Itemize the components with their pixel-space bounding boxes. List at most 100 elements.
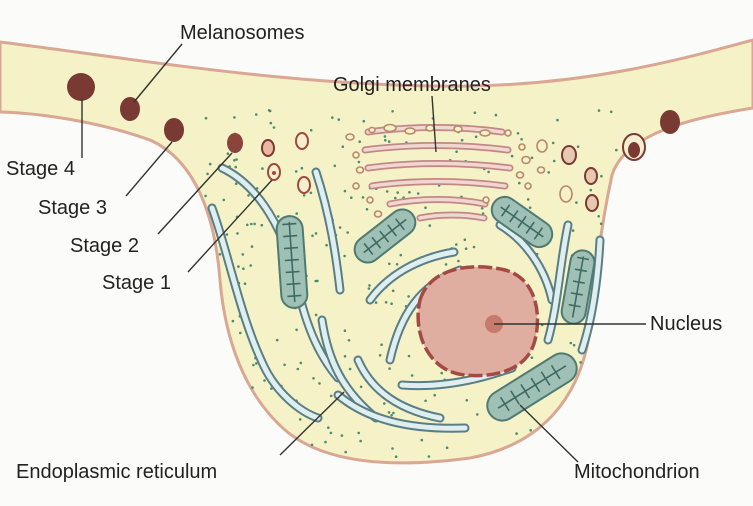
ribosome-dot	[296, 367, 300, 371]
ribosome-dot	[528, 206, 532, 209]
ribosome-dot	[311, 234, 314, 238]
ribosome-dot	[394, 455, 398, 459]
melanosome-stage-2b	[561, 145, 577, 165]
ribosome-dot	[427, 455, 431, 458]
ribosome-dot	[433, 393, 437, 397]
ribosome-dot	[252, 363, 255, 367]
ribosome-dot	[390, 302, 393, 306]
ribosome-dot	[424, 206, 427, 209]
ribosome-dot	[597, 109, 601, 112]
ribosome-dot	[391, 447, 394, 450]
ribosome-dot	[420, 438, 424, 442]
ribosome-dot	[383, 135, 387, 138]
endoplasmic-reticulum	[207, 163, 605, 433]
melanosome-stage-4	[67, 73, 95, 101]
mitochondrion-centre-right	[490, 195, 554, 249]
ribosome-dot	[309, 128, 313, 132]
ribosome-dot	[208, 162, 212, 166]
melanosomes	[67, 73, 680, 212]
ribosome-dot	[357, 431, 361, 435]
ribosome-dot	[384, 138, 387, 142]
ribosome-dot	[272, 126, 276, 129]
ribosome-dot	[529, 428, 532, 432]
ribosome-dot	[327, 426, 330, 430]
ribosome-dot	[344, 450, 348, 454]
ribosome-dot	[530, 156, 534, 160]
ribosome-dot	[343, 329, 347, 333]
label-stage-1: Stage 1	[102, 272, 171, 294]
mitochondrion-centre-left	[353, 208, 417, 264]
ribosome-dot	[576, 145, 580, 148]
ribosome-dot	[464, 247, 468, 250]
ribosome-dot	[225, 233, 229, 236]
ribosome-dot	[396, 191, 400, 194]
ribosome-dot	[395, 263, 399, 266]
ribosome-dot	[239, 331, 242, 335]
ribosome-dot	[615, 148, 618, 152]
ribosome-dot	[556, 118, 559, 122]
ribosome-dot	[445, 446, 449, 450]
ribosome-dot	[575, 201, 578, 204]
ribosome-dot	[457, 259, 460, 263]
leader-stage2	[157, 152, 233, 235]
ribosome-dot	[325, 243, 328, 247]
ribosome-dot	[609, 110, 613, 114]
ribosome-dot	[516, 132, 520, 135]
ribosome-dot	[283, 363, 286, 367]
ribosome-dot	[263, 379, 266, 382]
ribosome-dot	[526, 198, 530, 201]
ribosome-dot	[407, 295, 410, 298]
ribosome-dot	[391, 289, 395, 293]
ribosome-dot	[261, 167, 264, 170]
nucleus	[416, 265, 540, 378]
golgi-vesicles	[345, 123, 573, 226]
ribosome-dot	[218, 253, 222, 256]
ribosome-dot	[472, 245, 476, 249]
ribosome-dot	[455, 150, 458, 153]
mitochondrion-right	[560, 249, 596, 325]
ribosome-dot	[385, 190, 389, 193]
ribosome-dot	[347, 339, 351, 342]
ribosome-dot	[368, 284, 371, 287]
ribosome-dot	[460, 138, 464, 142]
ribosome-dot	[254, 113, 258, 116]
ribosome-dot	[391, 110, 394, 113]
label-mitochondrion: Mitochondrion	[574, 461, 700, 483]
ribosome-dot	[444, 263, 448, 266]
ribosome-dot	[331, 116, 334, 119]
ribosome-dot	[416, 192, 420, 195]
ribosome-dot	[234, 165, 237, 169]
melanosome-stage-1b	[295, 132, 309, 150]
ribosome-dot	[231, 319, 235, 323]
ribosome-dot	[361, 196, 365, 199]
ribosome-dot	[365, 208, 369, 211]
ribosome-dot	[380, 343, 383, 347]
ribosome-dot	[387, 140, 391, 143]
ribosome-dot	[387, 411, 391, 414]
melanosome-stage-4b	[120, 97, 140, 121]
melanosome-stage-3b	[164, 118, 184, 142]
ribosome-dot	[530, 356, 534, 360]
ribosome-dot	[222, 198, 226, 202]
ribosome-dot	[269, 121, 273, 125]
ribosome-dot	[388, 367, 391, 370]
melanosome-stage-3	[227, 133, 243, 153]
ribosome-dot	[515, 432, 518, 435]
mitochondrion-left	[275, 215, 309, 309]
label-stage-4: Stage 4	[6, 158, 75, 180]
ribosome-dot	[551, 141, 555, 145]
leader-stage1	[187, 179, 273, 273]
ribosome-dot	[487, 170, 490, 174]
ribosome-dot	[242, 267, 245, 271]
label-golgi-membranes: Golgi membranes	[333, 74, 491, 96]
ribosome-dot	[440, 371, 444, 375]
ribosome-dot	[324, 440, 327, 444]
ribosome-dot	[374, 301, 378, 304]
ribosome-dot	[254, 362, 258, 365]
ribosome-dot	[250, 245, 254, 248]
ribosome-dot	[589, 188, 593, 192]
ribosome-dot	[233, 159, 236, 162]
ribosome-dot	[572, 343, 576, 347]
ribosome-dot	[250, 222, 253, 226]
ribosome-dot	[510, 154, 514, 158]
